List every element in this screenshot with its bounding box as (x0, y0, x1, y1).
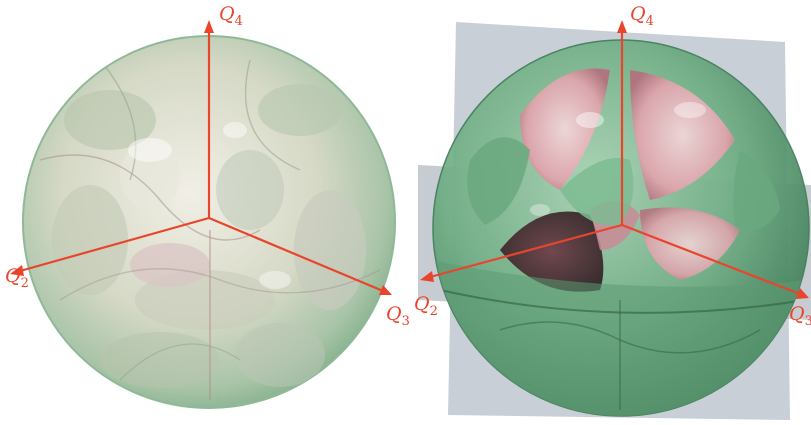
right-label-q4: Q4 (630, 3, 654, 29)
right-axis-q2 (429, 223, 623, 279)
left-axis-q4-arrowhead (204, 20, 214, 33)
left-axis-q3-arrowhead (379, 285, 392, 295)
right-axis-q3-arrowhead (796, 288, 809, 299)
left-sphere (22, 35, 396, 409)
right-axis-q3 (621, 223, 801, 296)
left-label-q2: Q2 (5, 265, 29, 291)
right-label-q3: Q3 (789, 303, 811, 329)
left-label-q3: Q3 (386, 303, 410, 329)
right-axis-q2-arrowhead (420, 271, 434, 282)
left-axis-q3 (208, 216, 384, 293)
right-axis-q4-arrowhead (617, 20, 627, 33)
left-axis-q2-arrowhead (10, 265, 24, 276)
left-axes (10, 20, 392, 295)
right-sphere (432, 39, 810, 417)
right-label-q2: Q2 (414, 293, 438, 319)
right-inner-surface (433, 68, 809, 416)
right-axes (420, 20, 809, 299)
left-label-q4: Q4 (219, 3, 243, 29)
left-axis-q2 (19, 216, 210, 273)
left-gyroid-surface (39, 59, 381, 400)
